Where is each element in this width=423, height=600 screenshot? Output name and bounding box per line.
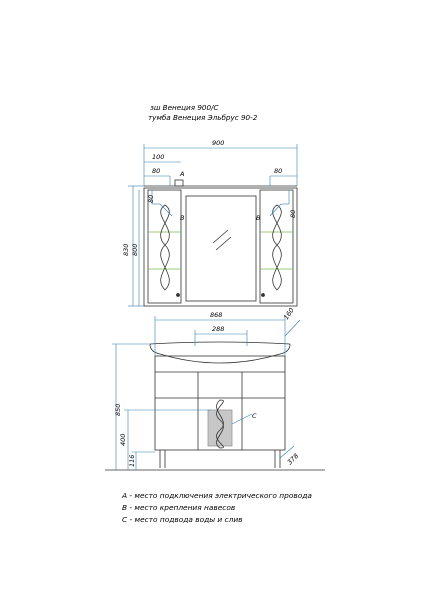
mirror-left-door: [147, 189, 182, 304]
label-a: A: [179, 170, 184, 178]
label-160: 160: [282, 306, 296, 321]
label-100: 100: [152, 153, 164, 161]
mirror-glare: [212, 229, 229, 244]
title-mirror-model: зш Венеция 900/С: [150, 103, 219, 112]
cabinet-body: [154, 355, 286, 451]
depth-line: [279, 445, 295, 459]
label-900: 900: [212, 139, 224, 147]
mirror-cabinet-body: [143, 187, 298, 307]
leader-c: [231, 413, 253, 425]
basin-top-edge: [149, 341, 291, 345]
cabinet-dimensions: [112, 316, 301, 470]
label-b: B: [256, 214, 261, 222]
mirror-cabinet: [143, 179, 298, 307]
cabinet-door-ornament: [216, 399, 224, 449]
legend-c: C - место подвода воды и слив: [122, 515, 243, 524]
label-868: 868: [210, 311, 222, 319]
basin-bowl: [149, 343, 291, 364]
label-c: C: [252, 412, 257, 420]
mirror-glare: [215, 236, 232, 251]
label-116: 116: [128, 455, 136, 467]
door-knob: [176, 293, 180, 297]
mirror-right-door: [259, 189, 294, 304]
vanity-cabinet: [149, 341, 291, 468]
mirror-dimension-labels: 900 100 80 80 A B B 80 80 830 800: [122, 139, 297, 256]
legend-a: A - место подключения электрического про…: [122, 491, 312, 500]
legend-b: B - место крепления навесов: [122, 503, 236, 512]
label-288: 288: [212, 325, 224, 333]
plumbing-opening: [207, 409, 233, 447]
door-knob: [261, 293, 265, 297]
leader-b: [269, 203, 282, 217]
label-400: 400: [119, 434, 127, 446]
left-door-ornament: [160, 204, 170, 291]
light-fixture-a: [174, 179, 184, 187]
center-mirror: [185, 195, 257, 302]
label-80: 80: [289, 210, 297, 218]
label-850: 850: [114, 404, 122, 416]
label-80: 80: [152, 167, 160, 175]
label-b: B: [180, 214, 185, 222]
label-830: 830: [122, 244, 130, 256]
label-80: 80: [147, 195, 155, 203]
title-cabinet-model: тумба Венеция Эльбрус 90-2: [148, 113, 258, 122]
label-800: 800: [131, 244, 139, 256]
depth-line: [284, 319, 301, 337]
mirror-dimensions: [128, 144, 298, 307]
right-door-ornament: [272, 204, 282, 291]
leader-b: [159, 203, 173, 217]
label-378: 378: [286, 452, 300, 466]
label-80: 80: [274, 167, 282, 175]
cabinet-dimension-labels: 868 288 160 C 850 400 116 378: [114, 306, 300, 467]
